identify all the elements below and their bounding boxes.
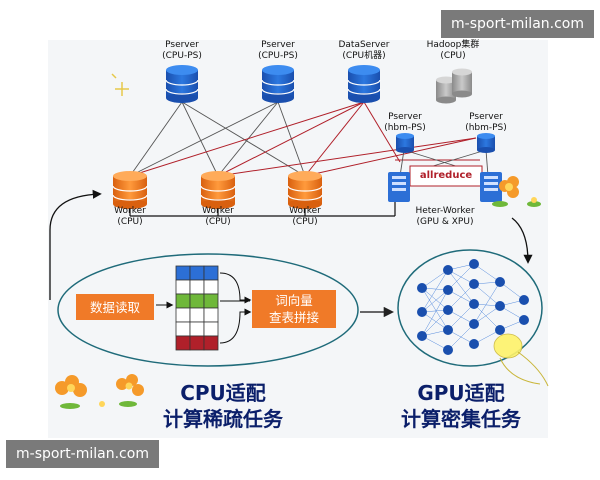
pserver-cylinder-1 xyxy=(165,65,199,103)
data-read-label: 数据读取 xyxy=(89,299,140,315)
hbm-pserver-label-1: Pserver (hbm-PS) xyxy=(380,112,430,134)
watermark-bottom: m-sport-milan.com xyxy=(6,440,159,468)
allreduce-label: allreduce xyxy=(419,170,473,181)
dataserver-label: DataServer (CPU机器) xyxy=(334,40,394,62)
hbm-pserver-1-sub: (hbm-PS) xyxy=(384,123,426,133)
dataserver-sub: (CPU机器) xyxy=(342,51,386,61)
gpu-return-arrow xyxy=(511,217,533,264)
hbm-pserver-cylinder-2 xyxy=(477,133,495,153)
heter-worker-name: Heter-Worker xyxy=(415,206,475,216)
flower-icon-bottom-left xyxy=(55,374,144,409)
dataserver-cylinder xyxy=(347,65,381,103)
hbm-pserver-2-name: Pserver xyxy=(469,112,503,122)
cpu-task-ellipse xyxy=(57,253,359,367)
embedding-lookup-box: 词向量 查表拼接 xyxy=(252,290,336,328)
worker-3-name: Worker xyxy=(289,206,321,216)
worker-label-3: Worker (CPU) xyxy=(280,206,330,228)
worker-cylinder-1 xyxy=(112,171,148,209)
pserver-2-name: Pserver xyxy=(261,40,295,50)
worker-1-sub: (CPU) xyxy=(117,217,143,227)
hbm-pserver-label-2: Pserver (hbm-PS) xyxy=(461,112,511,134)
heter-worker-sub: (GPU & XPU) xyxy=(416,217,474,227)
hbm-pserver-2-sub: (hbm-PS) xyxy=(465,123,507,133)
gpu-caption-line1: GPU适配 xyxy=(417,381,505,405)
flower-icon-top-right xyxy=(492,176,541,207)
embedding-lookup-line2: 查表拼接 xyxy=(268,310,319,325)
embedding-table xyxy=(175,265,219,351)
sparkle-icon xyxy=(111,73,129,96)
cpu-return-arrow xyxy=(49,189,102,300)
worker-1-name: Worker xyxy=(114,206,146,216)
watermark-top: m-sport-milan.com xyxy=(441,10,594,38)
dataserver-name: DataServer xyxy=(338,40,390,50)
gpu-caption-line2: 计算密集任务 xyxy=(401,407,521,431)
cpu-caption: CPU适配 计算稀疏任务 xyxy=(148,380,298,432)
heter-worker-gpu-icon-2 xyxy=(480,172,502,202)
embedding-lookup-line1: 词向量 xyxy=(275,293,313,308)
hbm-pserver-1-name: Pserver xyxy=(388,112,422,122)
diagram-background xyxy=(48,40,548,438)
pserver-label-2: Pserver (CPU-PS) xyxy=(253,40,303,62)
pserver-1-name: Pserver xyxy=(165,40,199,50)
worker-label-1: Worker (CPU) xyxy=(105,206,155,228)
pserver-label-1: Pserver (CPU-PS) xyxy=(157,40,207,62)
worker-cylinder-2 xyxy=(200,171,236,209)
gpu-caption: GPU适配 计算密集任务 xyxy=(386,380,536,432)
worker-3-sub: (CPU) xyxy=(292,217,318,227)
worker-label-2: Worker (CPU) xyxy=(193,206,243,228)
pserver-1-sub: (CPU-PS) xyxy=(162,51,202,61)
hadoop-cluster-icon xyxy=(436,68,472,104)
hadoop-label: Hadoop集群 (CPU) xyxy=(420,40,486,62)
dataserver-links xyxy=(129,101,401,177)
worker-cylinder-3 xyxy=(287,171,323,209)
pserver-2-sub: (CPU-PS) xyxy=(258,51,298,61)
bulb-decoration-icon xyxy=(493,333,549,387)
hadoop-sub: (CPU) xyxy=(440,51,466,61)
pserver-cylinder-2 xyxy=(261,65,295,103)
worker-2-sub: (CPU) xyxy=(205,217,231,227)
neural-network-icon xyxy=(417,259,529,355)
cpu-caption-line1: CPU适配 xyxy=(180,381,266,405)
hadoop-name: Hadoop集群 xyxy=(426,40,480,50)
heter-worker-gpu-icon-1 xyxy=(388,172,410,202)
worker-2-name: Worker xyxy=(202,206,234,216)
gpu-task-ellipse xyxy=(397,249,543,367)
hbm-pserver-cylinder-1 xyxy=(396,133,414,153)
data-read-box: 数据读取 xyxy=(76,294,154,320)
heter-worker-label: Heter-Worker (GPU & XPU) xyxy=(405,206,485,228)
cpu-caption-line2: 计算稀疏任务 xyxy=(163,407,283,431)
